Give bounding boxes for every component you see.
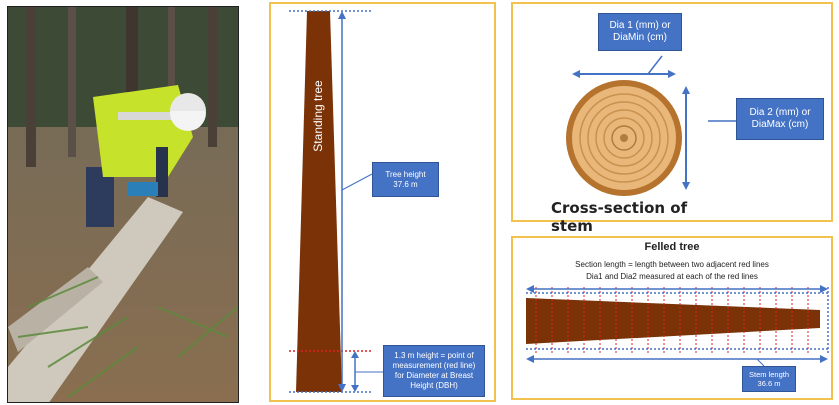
diameter-note: Dia1 and Dia2 measured at each of the re…	[586, 272, 758, 281]
section-length-note: Section length = length between two adja…	[575, 260, 769, 269]
section-cut-lines	[535, 287, 809, 353]
standing-tree-panel	[269, 2, 496, 402]
field-photo	[7, 6, 239, 403]
standing-trunk	[296, 11, 342, 392]
field-photo-illustration	[8, 7, 238, 402]
cross-section-title: Cross-section of stem	[551, 199, 688, 235]
felled-tree-title: Felled tree	[644, 241, 700, 253]
dia1-label: Dia 1 (mm) or DiaMin (cm)	[598, 13, 682, 51]
dia2-label: Dia 2 (mm) or DiaMax (cm)	[736, 98, 824, 140]
stem-cross-section	[566, 80, 682, 196]
cross-section-panel	[511, 2, 833, 222]
worker-figure	[86, 85, 206, 227]
felled-tree-panel	[511, 236, 833, 400]
standing-tree-label: Standing tree	[311, 80, 325, 152]
stem-length-label: Stem length 36.6 m	[742, 366, 796, 392]
tree-height-label: Tree height 37.6 m	[372, 162, 439, 197]
dbh-label: 1.3 m height = point of measurement (red…	[383, 345, 485, 397]
